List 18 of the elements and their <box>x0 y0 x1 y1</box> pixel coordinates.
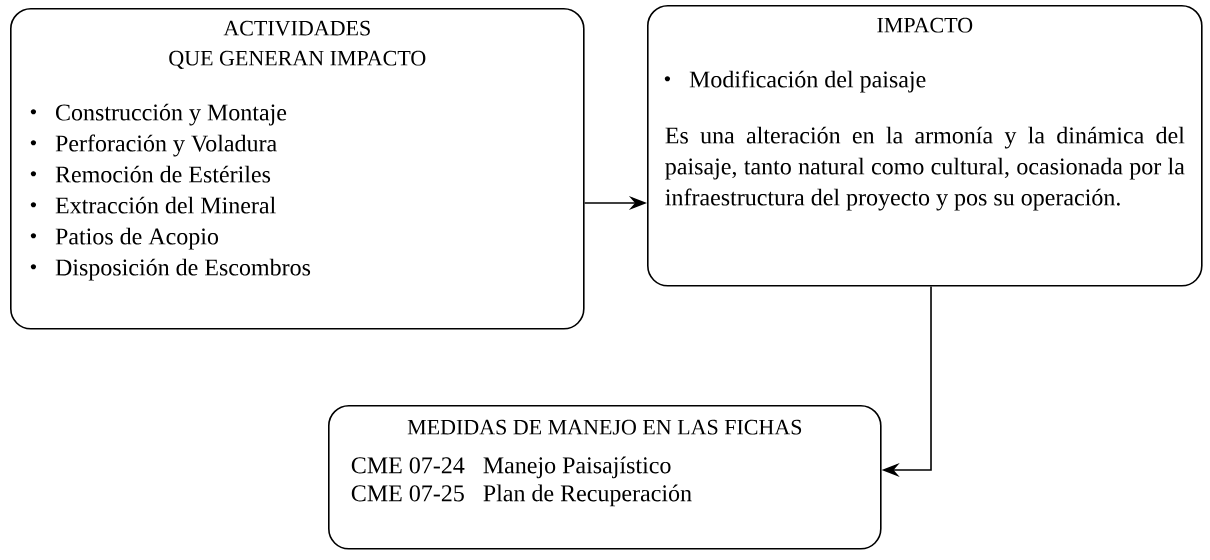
description-text: Es una alteración en la armonía y la dinámica del paisaje, tanto natural como cultural, ocasionada por la infraestructura del proyecto y pos su operación. <box>665 126 1185 211</box>
code-label: CME 07-25 <box>351 485 464 502</box>
list-item: Modificación del paisaje <box>689 70 926 93</box>
heading: IMPACTO <box>877 17 973 33</box>
list-item: Construcción y Montaje <box>56 103 287 126</box>
list-item: Remoción de Estériles <box>55 165 271 183</box>
code-label: CME 07-24 <box>351 457 465 474</box>
list-item: Extracción del Mineral <box>55 196 276 214</box>
list-item: Perforación y Voladura <box>55 134 277 157</box>
heading: ACTIVIDADES QUE GENERAN IMPACTO <box>169 20 426 69</box>
list-item: Patios de Acopio <box>55 227 219 250</box>
measure-label: Plan de Recuperación <box>483 484 692 507</box>
heading: MEDIDAS DE MANEJO EN LAS FICHAS <box>407 419 802 435</box>
impact-box <box>647 5 1203 287</box>
measures-box <box>328 405 882 550</box>
list-item: Disposición de Escombros <box>55 258 311 281</box>
measure-label: Manejo Paisajístico <box>483 456 671 479</box>
activities-box <box>10 8 585 330</box>
